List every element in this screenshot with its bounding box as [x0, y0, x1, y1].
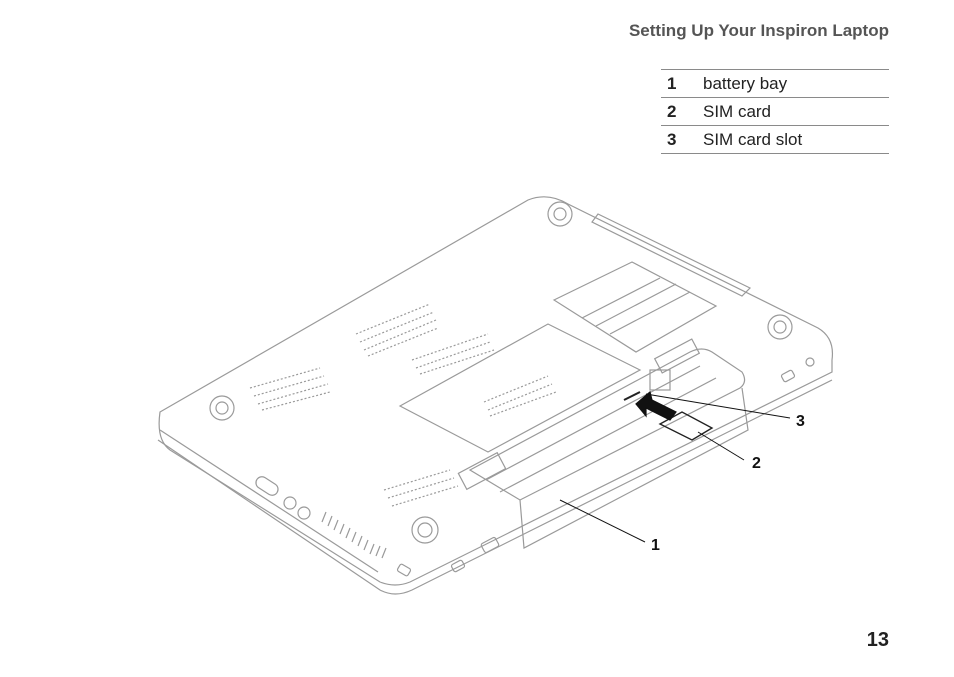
legend-row: 1 battery bay [661, 69, 889, 98]
callout-3: 3 [796, 413, 805, 430]
leader-line-1 [559, 499, 646, 543]
rubber-foot-icon [547, 201, 573, 227]
leader-line-2 [697, 431, 745, 461]
legend-label: SIM card slot [703, 125, 889, 154]
leader-line-3 [645, 393, 791, 419]
callout-1: 1 [651, 537, 660, 554]
legend-row: 3 SIM card slot [661, 125, 889, 154]
vent-grille-icon [249, 303, 557, 507]
page-number: 13 [866, 629, 889, 651]
side-vent-icon [321, 511, 387, 559]
callout-2: 2 [752, 455, 761, 472]
laptop-base-edge [157, 379, 833, 595]
rubber-foot-icon [209, 395, 235, 421]
port-icon [255, 476, 311, 520]
legend-label: SIM card [703, 97, 889, 126]
rubber-foot-icon [767, 314, 793, 340]
page-header-title: Setting Up Your Inspiron Laptop [628, 21, 889, 40]
rubber-foot-icon [411, 516, 439, 544]
legend-number: 2 [661, 97, 703, 126]
callout-legend-table: 1 battery bay 2 SIM card 3 SIM card slot [661, 69, 889, 154]
legend-number: 3 [661, 125, 703, 154]
battery-bay [468, 348, 746, 501]
memory-panel [552, 261, 718, 353]
sim-card-icon [658, 411, 714, 441]
legend-row: 2 SIM card [661, 97, 889, 126]
laptop-base-outline [158, 196, 834, 586]
insert-arrow-icon [635, 390, 677, 421]
sim-slot [623, 391, 641, 401]
hinge-strip [591, 213, 752, 297]
access-panel [398, 323, 642, 453]
